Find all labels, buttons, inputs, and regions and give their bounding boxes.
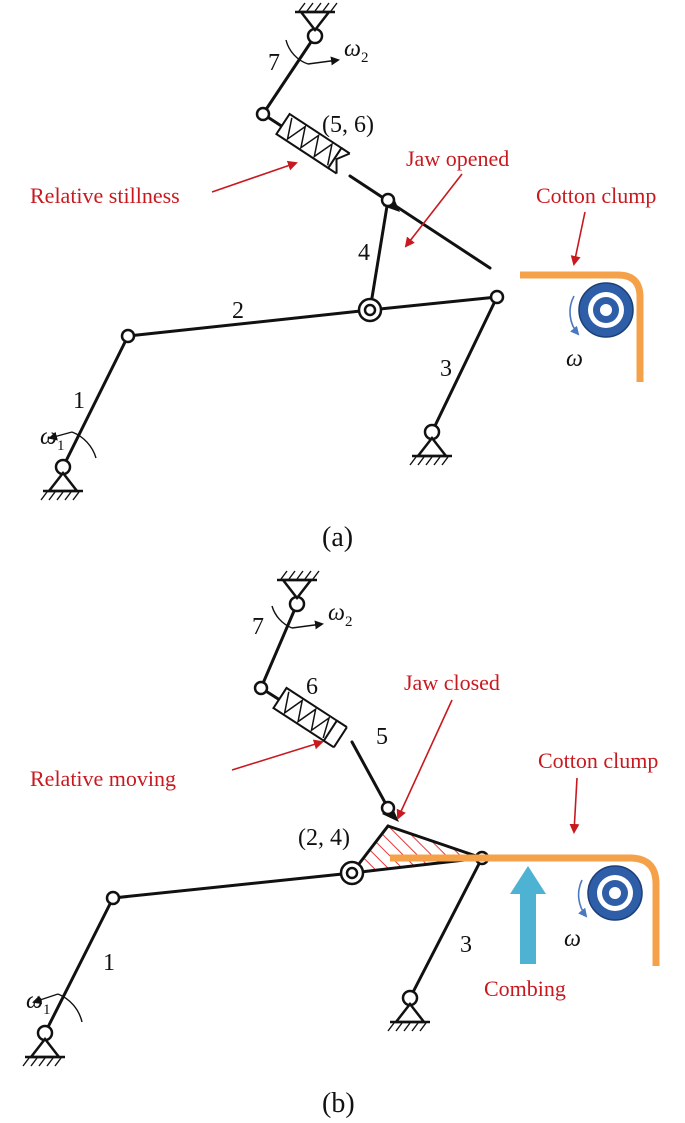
slider-5-6-a xyxy=(275,112,351,175)
ground-1-b xyxy=(21,1037,67,1068)
label-link-7-b: 7 xyxy=(252,614,264,640)
link-2-a xyxy=(126,308,372,338)
roller-omega-a: ω xyxy=(566,346,583,372)
combing-label: Combing xyxy=(484,976,566,1001)
label-link-1-a: 1 xyxy=(73,388,85,414)
cotton-clump-b xyxy=(390,854,660,966)
relative-stillness-label: Relative stillness xyxy=(30,183,180,208)
omega1-arc-b xyxy=(57,993,83,1023)
label-link-7-a: 7 xyxy=(268,50,280,76)
cotton-clump-a xyxy=(520,271,644,382)
label-link-3-a: 3 xyxy=(440,356,452,382)
ground-1-a xyxy=(39,471,85,502)
joint-c-a xyxy=(357,297,383,323)
link-7-b xyxy=(259,602,299,690)
omega2-label-a: ω2 xyxy=(344,36,368,66)
jaw-closed-label: Jaw closed xyxy=(404,670,500,695)
link-3-a xyxy=(430,295,499,434)
jaw-side-b xyxy=(386,824,484,860)
roller-omega-b: ω xyxy=(564,926,581,952)
relative-moving-label: Relative moving xyxy=(30,766,176,791)
omega2-arc-a xyxy=(285,39,309,65)
label-pair-2-4-b: (2, 4) xyxy=(298,825,350,851)
roller-a xyxy=(578,282,634,338)
link-3-b xyxy=(408,856,484,1000)
combing-arrow xyxy=(510,866,546,964)
label-link-5-b: 5 xyxy=(376,724,388,750)
ground-7-a xyxy=(293,1,339,32)
link-5-b xyxy=(350,740,390,810)
link-1-b xyxy=(43,896,115,1035)
label-link-3-b: 3 xyxy=(460,932,472,958)
joint-b-a xyxy=(489,289,505,305)
link-7-a xyxy=(261,34,317,116)
cotton-clump-label-a: Cotton clump xyxy=(536,183,656,208)
joint-a-b xyxy=(105,890,121,906)
roller-b xyxy=(587,865,643,921)
caption-b: (b) xyxy=(322,1088,355,1119)
ground-7-b xyxy=(275,569,321,600)
joint-7a-b xyxy=(253,680,269,696)
link-2b-a xyxy=(368,295,499,312)
omega2-arc-b xyxy=(271,605,293,629)
slider-6-b xyxy=(272,686,348,749)
jaw-opened-label: Jaw opened xyxy=(406,146,509,171)
link-4-a xyxy=(368,198,390,312)
omega1-label-a: ω1 xyxy=(40,424,64,454)
label-link-6-b: 6 xyxy=(306,674,318,700)
joint-top-a xyxy=(380,192,396,208)
label-link-2-a: 2 xyxy=(232,298,244,324)
link-2-b xyxy=(111,871,354,900)
joint-7a-a xyxy=(255,106,271,122)
joint-top-b xyxy=(380,800,396,816)
ground-3-a xyxy=(408,436,454,467)
link-1-a xyxy=(61,334,130,469)
joint-a-a xyxy=(120,328,136,344)
omega2-label-b: ω2 xyxy=(328,600,352,630)
joint-c-b xyxy=(339,860,365,886)
omega1-label-b: ω1 xyxy=(26,988,50,1018)
roller-rotation-b xyxy=(577,879,588,918)
jaw-bar-a xyxy=(348,174,492,270)
panel-a: 1 2 3 4 7 (5, 6) ω1 ω2 ω Relative stilln… xyxy=(30,1,656,553)
label-link-4-a: 4 xyxy=(358,240,370,266)
label-slider-a: (5, 6) xyxy=(322,112,374,138)
panel-b: 1 3 5 6 7 (2, 4) ω1 ω2 ω Relative moving… xyxy=(21,569,660,1119)
ground-3-b xyxy=(386,1002,432,1033)
roller-rotation-a xyxy=(569,295,580,336)
cotton-clump-label-b: Cotton clump xyxy=(538,748,658,773)
label-link-1-b: 1 xyxy=(103,950,115,976)
caption-a: (a) xyxy=(322,522,353,553)
omega1-arc-a xyxy=(71,431,97,459)
